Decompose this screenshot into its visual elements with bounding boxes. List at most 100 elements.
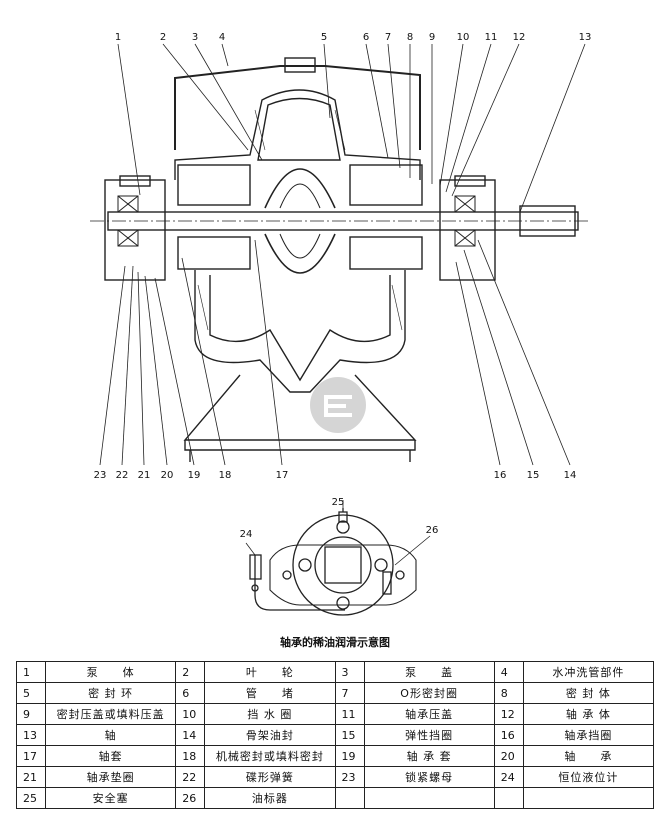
part-number: 22 — [175, 766, 206, 788]
callout-16: 16 — [494, 470, 507, 481]
callout-2: 2 — [160, 32, 166, 43]
shaft-keyway — [519, 205, 576, 237]
part-number: 2 — [175, 661, 206, 683]
part-name: 泵 体 — [44, 661, 177, 683]
part-name: 轴承压盖 — [363, 703, 495, 725]
part-name: 密 封 环 — [44, 682, 177, 704]
callout-3: 3 — [192, 32, 198, 43]
part-number: 23 — [334, 766, 365, 788]
part-number: 1 — [16, 661, 46, 683]
part-name: 密 封 体 — [522, 682, 655, 704]
pump-base — [183, 374, 417, 451]
pump-casing-upper — [174, 89, 421, 180]
schematic-caption: 轴承的稀油润滑示意图 — [280, 635, 390, 649]
part-name: 轴套 — [44, 745, 177, 767]
part-name: 碟形弹簧 — [204, 766, 336, 788]
callout-8: 8 — [407, 32, 413, 43]
callout-20: 20 — [161, 470, 174, 481]
part-name: 轴 承 体 — [522, 703, 655, 725]
part-number — [334, 787, 365, 809]
part-name: 恒位液位计 — [522, 766, 655, 788]
callout-12: 12 — [513, 32, 526, 43]
part-number: 24 — [493, 766, 524, 788]
part-name: 安全塞 — [44, 787, 177, 809]
watermark-logo — [310, 377, 366, 433]
part-name: 轴承垫圈 — [44, 766, 177, 788]
part-number: 18 — [175, 745, 206, 767]
callout-22: 22 — [116, 470, 129, 481]
callout-5: 5 — [321, 32, 327, 43]
callout-23: 23 — [94, 470, 107, 481]
part-name: 轴承挡圈 — [522, 724, 655, 746]
part-number: 15 — [334, 724, 365, 746]
impeller — [264, 168, 336, 274]
part-number: 17 — [16, 745, 46, 767]
pump-sectional-drawing: 1 2 3 4 5 6 7 8 9 10 11 12 13 23 22 21 2… — [90, 32, 592, 649]
seal-body-right — [349, 164, 423, 206]
part-number — [493, 787, 524, 809]
part-name: 泵 盖 — [363, 661, 495, 683]
part-name: 油标器 — [204, 787, 336, 809]
callout-13: 13 — [579, 32, 592, 43]
part-name — [522, 787, 655, 809]
part-name: 弹性挡圈 — [363, 724, 495, 746]
part-name: 轴 承 — [522, 745, 655, 767]
callout-17: 17 — [276, 470, 289, 481]
part-name: 锁紧螺母 — [363, 766, 495, 788]
part-name: 机械密封或填料密封 — [204, 745, 336, 767]
part-name: O形密封圈 — [363, 682, 495, 704]
callout-15: 15 — [527, 470, 540, 481]
part-name: 轴 — [44, 724, 177, 746]
callout-7: 7 — [385, 32, 391, 43]
callout-6: 6 — [363, 32, 369, 43]
part-number: 14 — [175, 724, 206, 746]
callout-21: 21 — [138, 470, 151, 481]
callout-14: 14 — [564, 470, 577, 481]
pump-casing-lower — [194, 270, 406, 393]
part-number: 4 — [493, 661, 524, 683]
callout-24: 24 — [240, 529, 253, 540]
part-name — [363, 787, 495, 809]
callout-25: 25 — [332, 497, 345, 508]
part-number: 26 — [175, 787, 206, 809]
part-number: 9 — [16, 703, 46, 725]
part-number: 11 — [334, 703, 365, 725]
part-number: 13 — [16, 724, 46, 746]
part-number: 6 — [175, 682, 206, 704]
callout-19: 19 — [188, 470, 201, 481]
part-number: 7 — [334, 682, 365, 704]
seal-body-left — [177, 164, 251, 206]
part-name: 骨架油封 — [204, 724, 336, 746]
part-number: 10 — [175, 703, 206, 725]
flush-pipe — [174, 65, 421, 150]
callout-4: 4 — [219, 32, 225, 43]
part-name: 挡 水 圈 — [204, 703, 336, 725]
part-name: 密封压盖或填料压盖 — [44, 703, 177, 725]
callout-1: 1 — [115, 32, 121, 43]
part-number: 20 — [493, 745, 524, 767]
callout-9: 9 — [429, 32, 435, 43]
part-name: 水冲洗管部件 — [522, 661, 655, 683]
part-number: 12 — [493, 703, 524, 725]
bearing-body-right — [439, 179, 496, 281]
part-name: 轴 承 套 — [363, 745, 495, 767]
bearing-body-left — [104, 179, 166, 281]
part-number: 3 — [334, 661, 365, 683]
part-number: 21 — [16, 766, 46, 788]
part-number: 5 — [16, 682, 46, 704]
callout-26: 26 — [426, 525, 439, 536]
part-number: 25 — [16, 787, 46, 809]
part-name: 叶 轮 — [204, 661, 336, 683]
part-name: 管 堵 — [204, 682, 336, 704]
part-number: 16 — [493, 724, 524, 746]
part-number: 8 — [493, 682, 524, 704]
oil-lubrication-schematic — [245, 500, 431, 616]
